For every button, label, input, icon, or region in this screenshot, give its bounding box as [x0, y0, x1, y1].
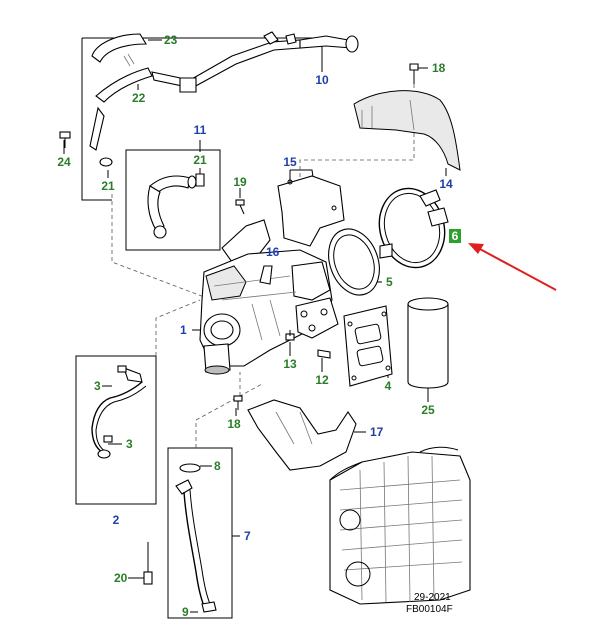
group-box-11 [125, 149, 221, 251]
callout-19: 19 [233, 175, 247, 189]
callout-6: 6 [452, 229, 459, 243]
part-6-clamp [378, 187, 449, 269]
group-box-7 [167, 447, 233, 619]
group-box-2 [75, 355, 157, 505]
callout-12: 12 [315, 373, 329, 387]
callout-7: 7 [244, 529, 251, 543]
callout-20: 20 [114, 571, 128, 585]
part-6-highlight [449, 229, 461, 243]
part-21-clamp-left [99, 157, 113, 167]
callout-22: 22 [132, 91, 146, 105]
callout-21-left: 21 [101, 179, 115, 193]
callout-9: 9 [182, 605, 189, 619]
callout-18: 18 [432, 61, 446, 75]
callout-5: 5 [386, 275, 393, 289]
callout-3-upper: 3 [94, 379, 101, 393]
callout-10: 10 [315, 73, 329, 87]
part-10-coolant-pipe [89, 31, 359, 151]
part-24-bolt [59, 131, 71, 148]
part-19-bolt [235, 199, 245, 215]
callout-16: 16 [266, 245, 280, 259]
part-7-oil-return-pipe [175, 463, 217, 613]
callout-3-lower: 3 [126, 437, 133, 451]
callout-labels: 23 22 10 18 14 24 11 21 21 15 19 16 5 1 … [57, 33, 458, 619]
part-25-filter [407, 297, 449, 389]
callout-18-lower: 18 [227, 417, 241, 431]
callout-4: 4 [385, 379, 392, 393]
part-18-bolt-lower [233, 395, 243, 410]
part-17-heat-shield [247, 399, 357, 471]
part-13-stud [285, 330, 295, 341]
callout-23: 23 [164, 33, 178, 47]
drawing-reference: 29-2021 FB00104F [406, 592, 453, 615]
engine-block [329, 446, 471, 605]
drawing-date: 29-2021 [414, 592, 451, 603]
part-4-gasket [343, 305, 393, 387]
callout-13: 13 [283, 357, 297, 371]
callout-21-upper: 21 [193, 153, 207, 167]
callout-15: 15 [283, 155, 297, 169]
part-15-heat-shield [277, 175, 345, 247]
part-12-stud [317, 349, 331, 366]
part-11-coolant-pipe [147, 173, 205, 239]
callout-8: 8 [214, 459, 221, 473]
red-pointer-arrow [468, 243, 557, 291]
part-20-bolt [143, 542, 153, 585]
callout-1: 1 [180, 323, 187, 337]
part-1-turbocharger [199, 249, 339, 375]
part-5-gasket [328, 228, 380, 296]
callout-25: 25 [421, 403, 435, 417]
callout-17: 17 [370, 425, 384, 439]
part-14-heat-shield [353, 63, 461, 171]
callout-14: 14 [439, 177, 453, 191]
callout-24: 24 [57, 155, 71, 169]
callout-2: 2 [113, 513, 120, 527]
part-2-oil-pipe [91, 365, 147, 459]
callout-11: 11 [194, 123, 207, 137]
drawing-code: FB00104F [406, 604, 453, 615]
